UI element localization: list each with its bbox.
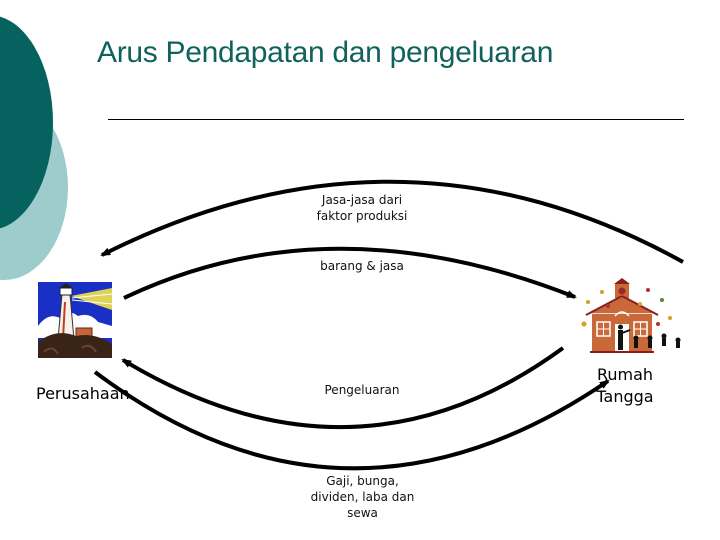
flow-label-income: Gaji, bunga, dividen, laba dan sewa [280, 473, 445, 521]
slide-title: Arus Pendapatan dan pengeluaran [97, 36, 554, 69]
schoolhouse-icon [581, 278, 681, 353]
entity-label-line: Rumah [596, 365, 654, 384]
flow-label-line: dividen, laba dan [310, 490, 415, 504]
flow-label-goods-services: barang & jasa [287, 258, 437, 274]
flow-label-line: Gaji, bunga, [326, 474, 399, 488]
arrow-goods-services [123, 246, 577, 300]
arrow-income [93, 370, 610, 471]
arrow-factor-services [100, 179, 684, 264]
flow-label-line: barang & jasa [320, 259, 404, 273]
entity-label-rumah-tangga: Rumah Tangga [590, 364, 660, 408]
arrow-expenditure [121, 346, 565, 430]
flow-label-line: Jasa-jasa dari [321, 193, 403, 207]
flow-label-expenditure: Pengeluaran [287, 382, 437, 398]
flow-label-factor-services: Jasa-jasa dari faktor produksi [287, 192, 437, 224]
entity-label-line: Tangga [596, 387, 654, 406]
title-divider [108, 119, 684, 120]
flow-label-line: sewa [347, 506, 378, 520]
lighthouse-icon [38, 282, 112, 358]
flow-label-line: faktor produksi [316, 209, 408, 223]
flow-label-line: Pengeluaran [324, 383, 400, 397]
entity-label-perusahaan: Perusahaan [36, 384, 130, 403]
